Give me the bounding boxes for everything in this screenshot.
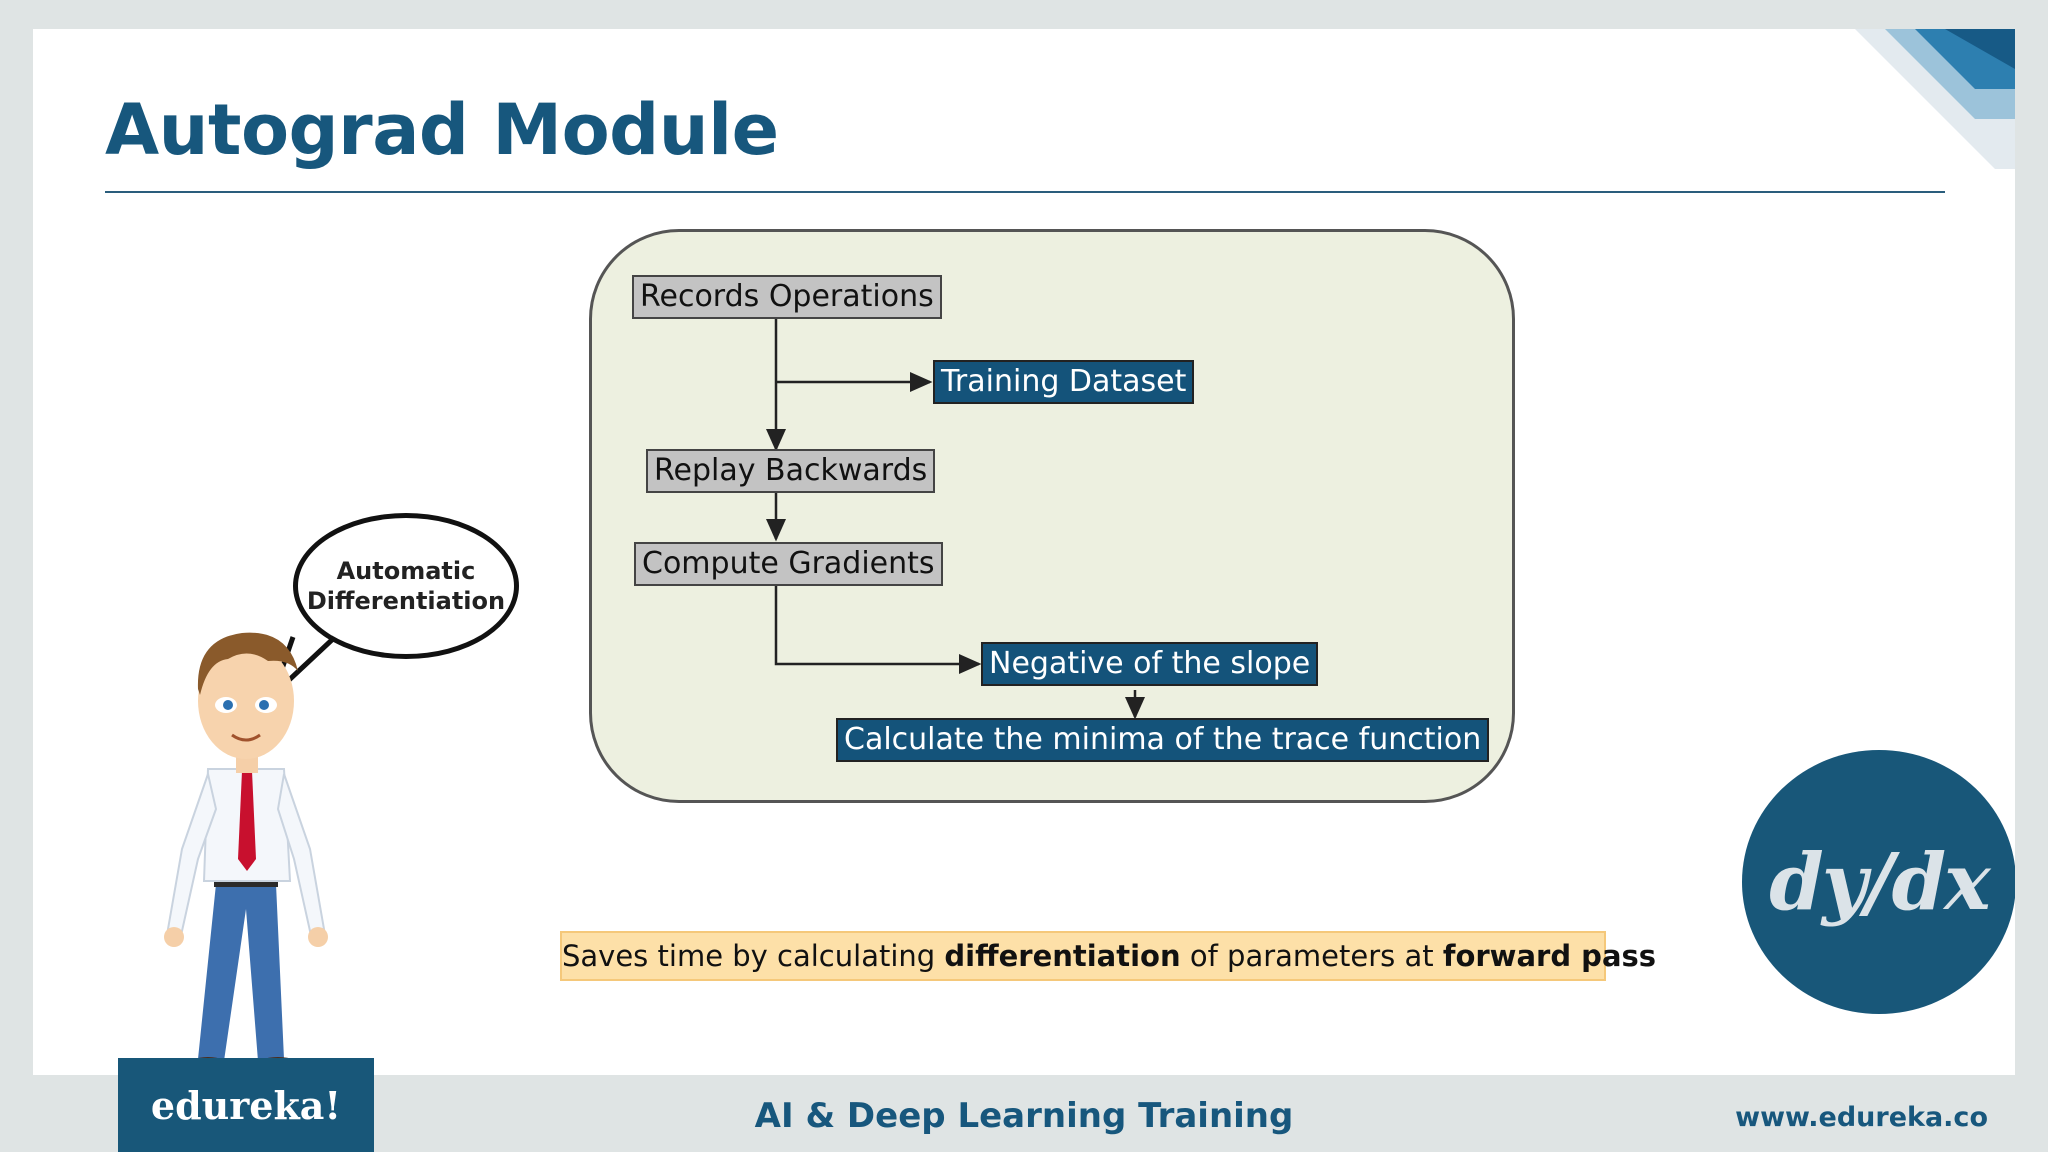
page-title: Autograd Module [105,89,779,171]
slide: Autograd Module Records Operations Train… [33,29,2015,1075]
speech-bubble: Automatic Differentiation [293,513,519,659]
dydx-badge-text: dy/dx [1769,836,1990,928]
note-bold-differentiation: differentiation [944,939,1181,973]
edureka-logo: edureka! [118,1058,374,1152]
corner-stripes-decoration [1855,29,2015,169]
process-panel [589,229,1515,803]
speech-bubble-line1: Automatic [336,557,476,585]
training-dataset-box: Training Dataset [933,360,1195,404]
speech-bubble-line2: Differentiation [306,587,506,615]
footer-url: www.edureka.co [1735,1102,1988,1133]
calculate-minima-box: Calculate the minima of the trace functi… [836,718,1490,762]
compute-gradients-box: Compute Gradients [634,542,943,586]
note-bold-forward-pass: forward pass [1442,939,1657,973]
replay-backwards-box: Replay Backwards [646,449,936,493]
records-operations-box: Records Operations [632,275,942,319]
title-divider [105,191,1945,193]
dydx-badge: dy/dx [1742,750,2015,1014]
cartoon-character [164,632,328,1075]
note-text-part1: Saves time by calculating [562,939,945,973]
note-text-part2: of parameters at [1180,939,1443,973]
course-title: AI & Deep Learning Training [754,1096,1294,1136]
negative-slope-box: Negative of the slope [981,642,1319,686]
summary-note: Saves time by calculating differentiatio… [560,931,1656,981]
